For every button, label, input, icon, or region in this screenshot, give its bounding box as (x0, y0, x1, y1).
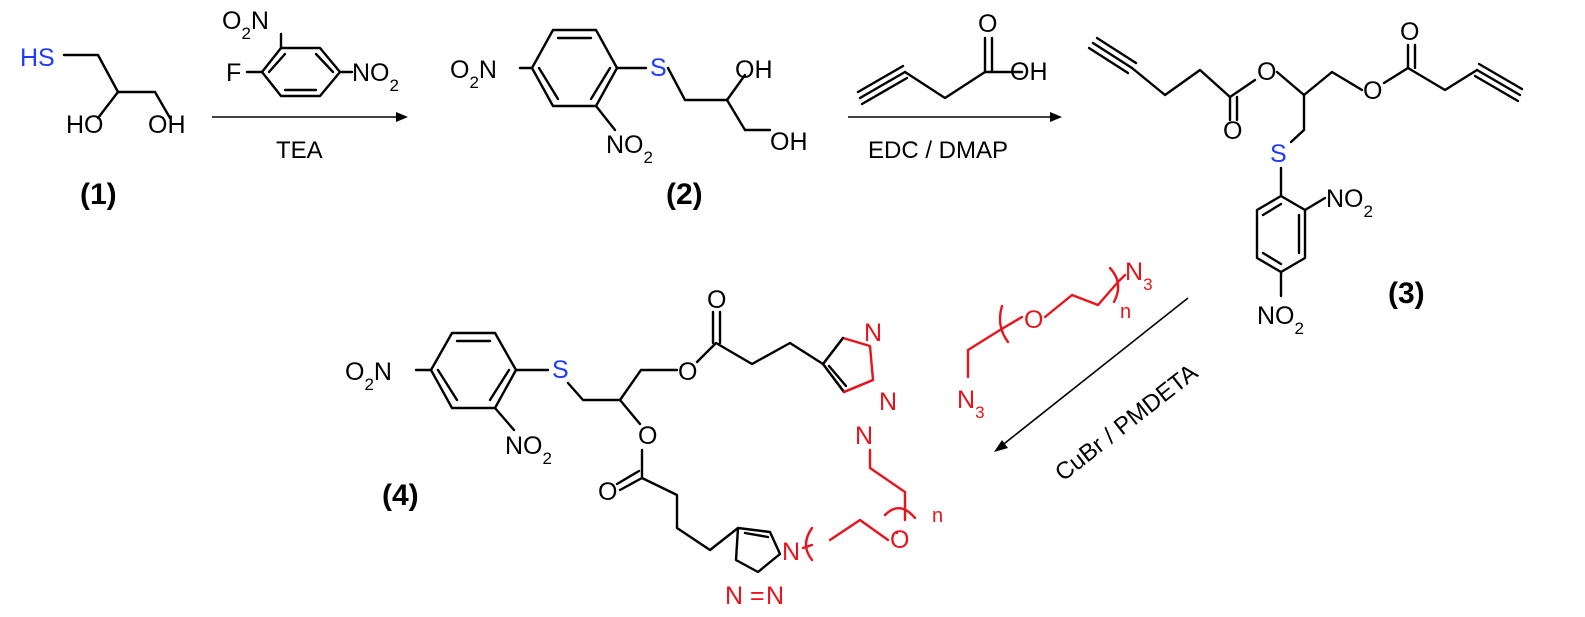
ester-oxygen-label: O (1363, 77, 1382, 105)
nitro-label: NO2 (1326, 185, 1373, 221)
nitro-label: O2N (345, 358, 392, 394)
compound-label-3: (3) (1388, 277, 1425, 310)
carbonyl-oxygen-label: O (598, 478, 617, 506)
compound-label-4: (4) (382, 479, 419, 512)
hydroxyl-label: OH (770, 128, 808, 156)
compound-4: O2N NO2 S O O O N N N O n O (345, 286, 943, 610)
reagent-condition: CuBr / PMDETA (1050, 359, 1203, 487)
ester-oxygen-label: O (1257, 58, 1276, 86)
hydroxyl-label: OH (735, 56, 773, 84)
nitro-label: O2N (222, 7, 269, 43)
reagent-peg-diazide: O N3 N3 n (957, 258, 1153, 422)
reagent-condition: TEA (276, 137, 323, 164)
hydroxyl-label: HO (66, 111, 104, 139)
triazole-nitrogen-label: N (864, 319, 882, 347)
reaction-arrow-2: EDC / DMAP (848, 112, 1062, 164)
thiol-label: HS (20, 44, 55, 72)
repeat-unit-n: n (1120, 301, 1131, 323)
ether-oxygen-label: O (890, 526, 909, 554)
compound-1: HS HO OH (1) (20, 44, 186, 211)
sulfur-label: S (1270, 140, 1287, 168)
triazole-nitrogen-label: N (725, 582, 743, 610)
ester-oxygen-label: O (678, 358, 697, 386)
compound-3: O O O O S NO2 NO2 (3) (1087, 18, 1524, 338)
azide-label: N3 (1125, 258, 1153, 294)
compound-label-2: (2) (666, 178, 703, 211)
triazole-bond: = (750, 582, 765, 610)
reagent-dnfb: O2N F NO2 (222, 7, 399, 98)
ester-oxygen-label: O (638, 422, 657, 450)
carbonyl-oxygen-label: O (1400, 18, 1419, 46)
sulfur-label: S (552, 356, 569, 384)
fluoro-label: F (226, 59, 241, 87)
compound-2: O2N NO2 S OH OH (2) (450, 28, 808, 211)
nitro-label: NO2 (352, 59, 399, 95)
carbonyl-oxygen-label: O (978, 10, 997, 38)
nitro-label: NO2 (505, 432, 552, 468)
carbonyl-oxygen-label: O (707, 286, 726, 314)
nitro-label: NO2 (606, 131, 653, 167)
carbonyl-oxygen-label: O (1223, 117, 1242, 145)
ether-oxygen-label: O (1024, 306, 1043, 334)
triazole-nitrogen-label: N (766, 582, 784, 610)
nitro-label: O2N (450, 56, 497, 92)
azide-label: N3 (957, 386, 985, 422)
triazole-nitrogen-label: N (855, 422, 873, 450)
compound-label-1: (1) (80, 178, 117, 211)
hydroxyl-label: OH (1010, 58, 1048, 86)
reagent-pentynoic-acid: O OH (856, 10, 1048, 106)
reaction-arrow-1: TEA (212, 112, 408, 164)
hydroxyl-label: OH (148, 111, 186, 139)
triazole-nitrogen-label: N (879, 388, 897, 416)
reagent-condition: EDC / DMAP (868, 137, 1008, 164)
repeat-unit-n: n (932, 505, 943, 527)
sulfur-label: S (650, 54, 667, 82)
nitro-label: NO2 (1257, 302, 1304, 338)
triazole-nitrogen-label: N (782, 538, 800, 566)
